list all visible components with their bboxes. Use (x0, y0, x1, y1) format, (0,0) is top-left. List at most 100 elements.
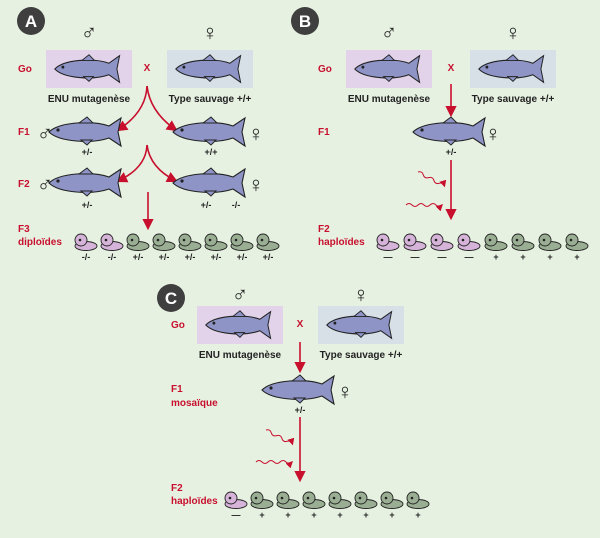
embryo-genotype: — (411, 252, 420, 262)
f1-sublabel: mosaïque (171, 398, 218, 409)
embryo (430, 233, 454, 251)
female-symbol: ♀ (248, 121, 265, 146)
embryo (403, 233, 427, 251)
embryo (204, 233, 228, 251)
embryo (328, 491, 352, 509)
embryo (74, 233, 98, 251)
embryo-genotype: + (547, 252, 552, 262)
uv-ray-icon (405, 203, 443, 212)
embryo (484, 233, 508, 251)
embryo-genotype: +/- (133, 252, 144, 262)
embryo-row-b: ————++++ (376, 233, 589, 262)
male-symbol: ♂ (232, 282, 249, 307)
genotype-label: -/- (232, 200, 241, 210)
embryo (302, 491, 326, 509)
female-caption: Type sauvage +/+ (169, 94, 252, 105)
genotype-label: +/- (82, 147, 93, 157)
uv-ray-icon (265, 429, 295, 446)
embryo-genotype: — (384, 252, 393, 262)
f1-female-fish (172, 116, 246, 147)
embryo (178, 233, 202, 251)
gen-f1-label: F1 (318, 127, 330, 138)
embryo (230, 233, 254, 251)
f2-female-fish (172, 167, 246, 198)
female-symbol: ♀ (353, 282, 370, 307)
panel-b-badge (291, 7, 319, 35)
f2-sublabel: haploïdes (171, 496, 218, 507)
embryo-genotype: + (259, 510, 264, 520)
genotype-label: +/- (82, 200, 93, 210)
embryo-genotype: + (363, 510, 368, 520)
gen-f2-label: F2 (318, 224, 330, 235)
embryo (406, 491, 430, 509)
male-symbol: ♂ (37, 121, 54, 146)
embryo-genotype: + (285, 510, 290, 520)
cross-symbol: X (448, 63, 455, 74)
gen-f1-label: F1 (18, 127, 30, 138)
embryo (376, 233, 400, 251)
embryo-genotype: +/- (237, 252, 248, 262)
genotype-label: +/- (201, 200, 212, 210)
panel-a-badge (17, 7, 45, 35)
embryo-genotype: +/- (211, 252, 222, 262)
embryo-genotype: +/- (185, 252, 196, 262)
gen-f1-label: F1 (171, 384, 183, 395)
female-symbol: ♀ (505, 20, 522, 45)
female-symbol: ♀ (337, 379, 354, 404)
embryo-genotype: — (232, 510, 241, 520)
gen-g0-label: Go (318, 64, 332, 75)
female-symbol: ♀ (202, 20, 219, 45)
embryo (224, 491, 248, 509)
embryo-genotype: + (337, 510, 342, 520)
embryo (250, 491, 274, 509)
embryo-genotype: +/- (263, 252, 274, 262)
genotype-label: +/- (446, 147, 457, 157)
embryo-row-a: -/--/-+/-+/-+/-+/-+/-+/- (74, 233, 280, 262)
female-caption: Type sauvage +/+ (472, 94, 555, 105)
embryo-genotype: + (311, 510, 316, 520)
embryo (152, 233, 176, 251)
embryo (380, 491, 404, 509)
embryo-genotype: + (415, 510, 420, 520)
embryo-genotype: -/- (82, 252, 91, 262)
embryo-genotype: + (389, 510, 394, 520)
gen-f3-label: F3 (18, 224, 30, 235)
embryo (354, 491, 378, 509)
panel-c-letter: C (165, 289, 177, 308)
f2-male-fish (48, 167, 122, 198)
cross-symbol: X (144, 63, 151, 74)
uv-ray-icon (417, 171, 447, 188)
f1-fish (261, 374, 335, 405)
f3-sublabel: diploïdes (18, 237, 62, 248)
male-symbol: ♂ (37, 172, 54, 197)
gen-f2-label: F2 (18, 179, 30, 190)
f1-fish (412, 116, 486, 147)
embryo-genotype: + (493, 252, 498, 262)
male-symbol: ♂ (381, 20, 398, 45)
male-caption: ENU mutagenèse (199, 350, 282, 361)
cross-symbol: X (297, 319, 304, 330)
female-caption: Type sauvage +/+ (320, 350, 403, 361)
embryo-genotype: — (438, 252, 447, 262)
gen-g0-label: Go (18, 64, 32, 75)
uv-ray-icon (255, 460, 293, 469)
embryo-row-c: — + + + + + + + (224, 491, 430, 520)
female-symbol: ♀ (485, 121, 502, 146)
gen-f2-label: F2 (171, 483, 183, 494)
genotype-label: +/+ (204, 147, 217, 157)
panel-a-letter: A (25, 12, 37, 31)
embryo (511, 233, 535, 251)
panel-b: B ♂ ♀ Go X ENU mutagenèse Type sauvage +… (291, 7, 589, 262)
genotype-label: +/- (295, 405, 306, 415)
female-symbol: ♀ (248, 172, 265, 197)
embryo (256, 233, 280, 251)
embryo (457, 233, 481, 251)
panel-b-letter: B (299, 12, 311, 31)
embryo (126, 233, 150, 251)
embryo (276, 491, 300, 509)
gen-g0-label: Go (171, 320, 185, 331)
embryo (100, 233, 124, 251)
male-symbol: ♂ (81, 20, 98, 45)
male-caption: ENU mutagenèse (348, 94, 431, 105)
